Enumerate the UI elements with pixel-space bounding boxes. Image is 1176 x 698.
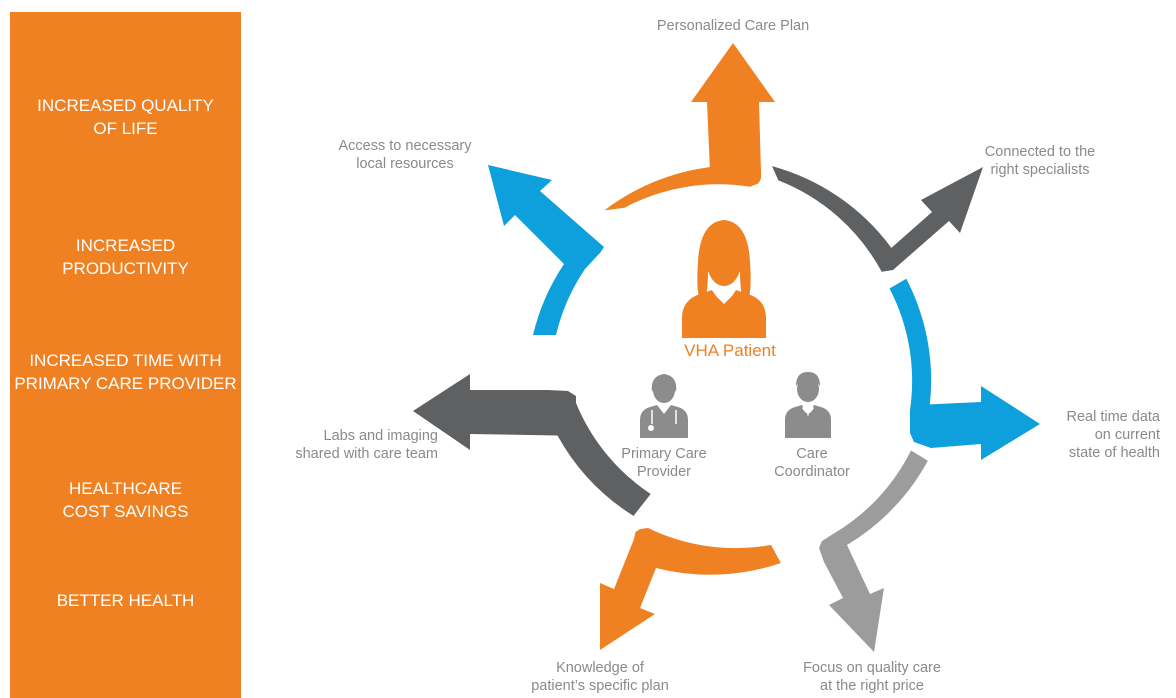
- primary-care-label: Primary Care Provider: [621, 446, 707, 480]
- patient-label: VHA Patient: [684, 341, 776, 360]
- coordinator-label: Care Coordinator: [774, 446, 850, 480]
- arc-arrow-local-resources: [488, 165, 604, 335]
- benefit-productivity: INCREASED PRODUCTIVITY: [62, 236, 189, 278]
- female-patient-icon: [682, 220, 766, 338]
- outcome-quality-care: Focus on quality care at the right price: [803, 660, 941, 694]
- benefit-better-health: BETTER HEALTH: [56, 591, 195, 610]
- arc-arrow-specific-plan: [600, 528, 781, 650]
- coordinator-icon: [785, 372, 831, 438]
- benefit-cost-savings: HEALTHCARE COST SAVINGS: [62, 479, 189, 521]
- arc-arrow-labs-imaging: [413, 374, 651, 516]
- outcome-specific-plan: Knowledge of patient’s specific plan: [531, 660, 669, 694]
- arc-arrow-specialists: [772, 166, 983, 272]
- outcome-real-time-data: Real time data on current state of healt…: [1066, 409, 1161, 461]
- outcome-specialists: Connected to the right specialists: [984, 144, 1096, 178]
- benefits-panel: INCREASED QUALITY OF LIFE INCREASED PROD…: [10, 12, 241, 698]
- benefit-quality-of-life: INCREASED QUALITY OF LIFE: [37, 96, 214, 138]
- benefit-time-with-provider: INCREASED TIME WITH PRIMARY CARE PROVIDE…: [14, 351, 237, 393]
- arc-arrow-quality-care: [819, 450, 928, 652]
- outcome-local-resources: Access to necessary local resources: [338, 138, 472, 172]
- arc-arrow-real-time-data: [889, 278, 1040, 460]
- outcome-labs-imaging: Labs and imaging shared with care team: [295, 428, 438, 462]
- arc-arrow-personalized-plan: [604, 43, 775, 211]
- doctor-icon: [640, 374, 688, 438]
- outcome-personalized-plan: Personalized Care Plan: [656, 18, 810, 34]
